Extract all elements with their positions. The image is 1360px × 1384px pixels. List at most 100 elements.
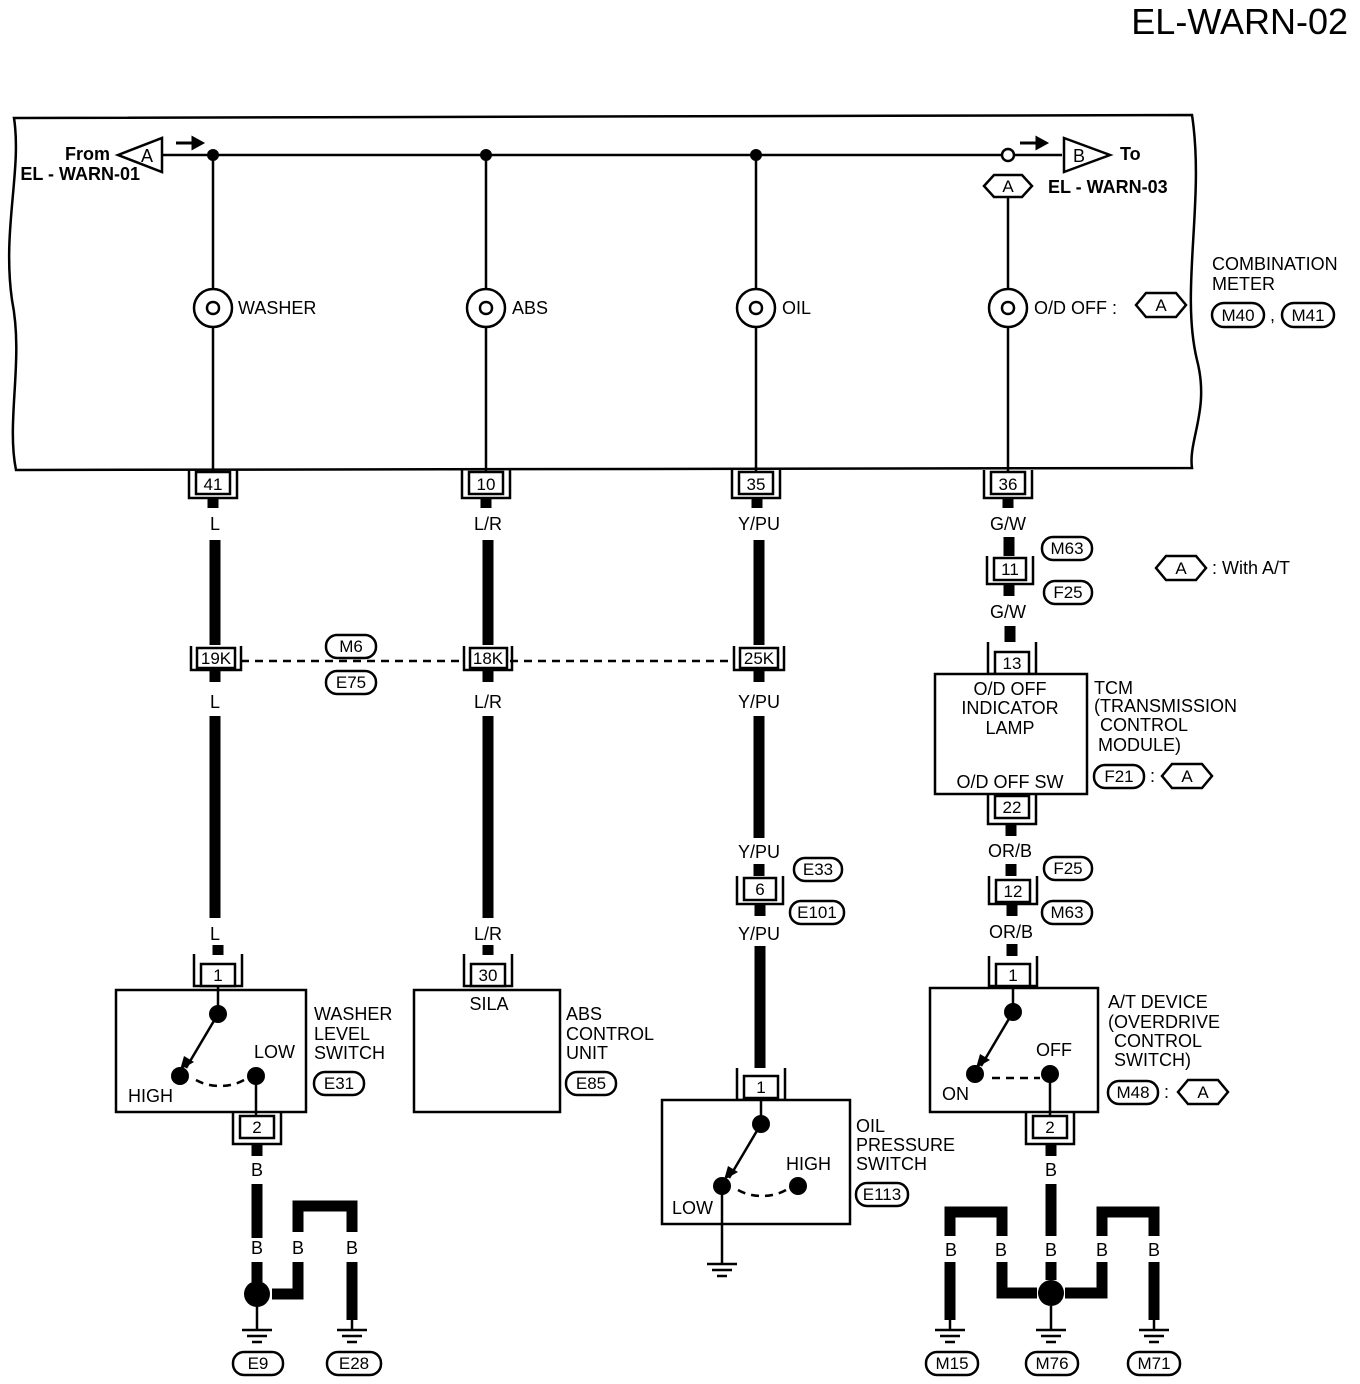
switch-blade (979, 1011, 1015, 1067)
combination-meter-outline (7, 113, 1203, 472)
pin-1-oil: 1 (735, 1068, 787, 1102)
open-splice-dot (1000, 147, 1016, 163)
to-tag: B (1073, 146, 1085, 166)
switch-blade (184, 1013, 220, 1069)
connector-tag (1106, 1079, 1160, 1106)
lamp-abs-label: ABS (512, 298, 548, 318)
switch-on-label: ON (942, 1084, 969, 1104)
abs-control-unit-box (412, 988, 562, 1114)
connector-tag (1024, 1350, 1080, 1377)
legend-option-hex (1154, 554, 1208, 582)
flow-arrow-icon (176, 135, 206, 151)
ground-icon (337, 1328, 367, 1344)
svg-text:22: 22 (1003, 798, 1022, 817)
svg-text:10: 10 (477, 475, 496, 494)
pin-19k: 19K (189, 646, 243, 672)
at-device-name: A/T DEVICE (1108, 992, 1208, 1012)
ground-icon (1036, 1328, 1066, 1344)
wire-color-label: B (251, 1238, 263, 1258)
ground-icon (242, 1328, 272, 1344)
from-label: From (65, 144, 110, 164)
switch-contact (966, 1065, 984, 1083)
connector-tag (1040, 899, 1094, 926)
pin-10: 10 (460, 470, 512, 500)
connector-tag-label: E85 (576, 1074, 606, 1093)
connector-tag (788, 899, 846, 926)
svg-text:19K: 19K (201, 649, 232, 668)
ground-icon (707, 1262, 737, 1278)
wire-color-label: Y/PU (738, 842, 780, 862)
tcm-name: (TRANSMISSION (1094, 696, 1237, 716)
switch-high-label: HIGH (786, 1154, 831, 1174)
washer-switch-name: LEVEL (314, 1024, 370, 1044)
connector-tag-label: E75 (336, 673, 366, 692)
option-tag-label: A (1155, 296, 1167, 315)
wire-color-label: G/W (990, 602, 1026, 622)
combination-meter-title-2: METER (1212, 274, 1275, 294)
abs-terminal-label: SILA (469, 994, 508, 1014)
switch-contact (789, 1177, 807, 1195)
to-code: EL - WARN-03 (1048, 177, 1168, 197)
lamp-washer-label: WASHER (238, 298, 316, 318)
wire-color-label: OR/B (988, 841, 1032, 861)
wire-color-label: Y/PU (738, 692, 780, 712)
connector-tag-label: M41 (1291, 306, 1324, 325)
connector-tag-label: M63 (1050, 903, 1083, 922)
wire-color-label: L/R (474, 514, 502, 534)
connector-tag-label: F25 (1053, 583, 1082, 602)
lamp-abs-icon (465, 287, 507, 329)
comma: , (1270, 305, 1275, 325)
pin-11: 11 (985, 556, 1035, 586)
wire-color-label: B (995, 1240, 1007, 1260)
svg-text:1: 1 (756, 1078, 765, 1097)
pin-36: 36 (982, 470, 1034, 500)
wire-color-label: L/R (474, 692, 502, 712)
connector-tag (1042, 579, 1094, 606)
connector-tag-label: M48 (1116, 1083, 1149, 1102)
washer-switch-name: WASHER (314, 1004, 392, 1024)
connector-tag (1040, 535, 1094, 562)
pin-30: 30 (462, 954, 514, 988)
ground-icon (1139, 1328, 1169, 1344)
connector-tag-label: E101 (797, 903, 837, 922)
page-id: EL-WARN-02 (1131, 1, 1348, 42)
pin-12: 12 (987, 876, 1039, 906)
option-tag-hex (1134, 291, 1188, 319)
pin-2-at: 2 (1024, 1112, 1076, 1146)
pin-35: 35 (730, 470, 782, 500)
lamp-od-off-label: O/D OFF : (1034, 298, 1117, 318)
svg-text:12: 12 (1004, 882, 1023, 901)
lamp-washer-icon (192, 287, 234, 329)
from-code: EL - WARN-01 (20, 164, 140, 184)
connector-tag (1092, 763, 1146, 790)
connector-tag (325, 1350, 383, 1377)
svg-text:18K: 18K (473, 649, 504, 668)
svg-text:25K: 25K (744, 649, 775, 668)
washer-switch-name: SWITCH (314, 1043, 385, 1063)
tcm-box-label: INDICATOR (961, 698, 1058, 718)
pin-41: 41 (187, 470, 239, 500)
connector-tag (312, 1070, 366, 1097)
connector-tag-label: F25 (1053, 859, 1082, 878)
connector-tag (324, 633, 378, 660)
to-arrow-icon (1062, 136, 1114, 174)
legend-tag: A (1175, 559, 1187, 578)
pin-22: 22 (986, 794, 1038, 826)
tcm-name: MODULE) (1098, 735, 1181, 755)
pin-25k: 25K (732, 646, 786, 672)
connector-tag-label: M6 (339, 637, 363, 656)
lamp-oil-label: OIL (782, 298, 811, 318)
colon: : (1150, 766, 1155, 786)
to-label: To (1120, 144, 1141, 164)
ground-splice (1038, 1280, 1064, 1306)
connector-tag (1210, 301, 1266, 329)
switch-off-label: OFF (1036, 1040, 1072, 1060)
switch-high-label: HIGH (128, 1086, 173, 1106)
tcm-box (933, 672, 1089, 796)
abs-unit-name: UNIT (566, 1043, 608, 1063)
connector-tag (854, 1181, 910, 1208)
pin-1-washer: 1 (192, 954, 244, 988)
connector-tag-label: M76 (1035, 1354, 1068, 1373)
connector-tag (792, 856, 844, 883)
connector-tag-label: M40 (1221, 306, 1254, 325)
